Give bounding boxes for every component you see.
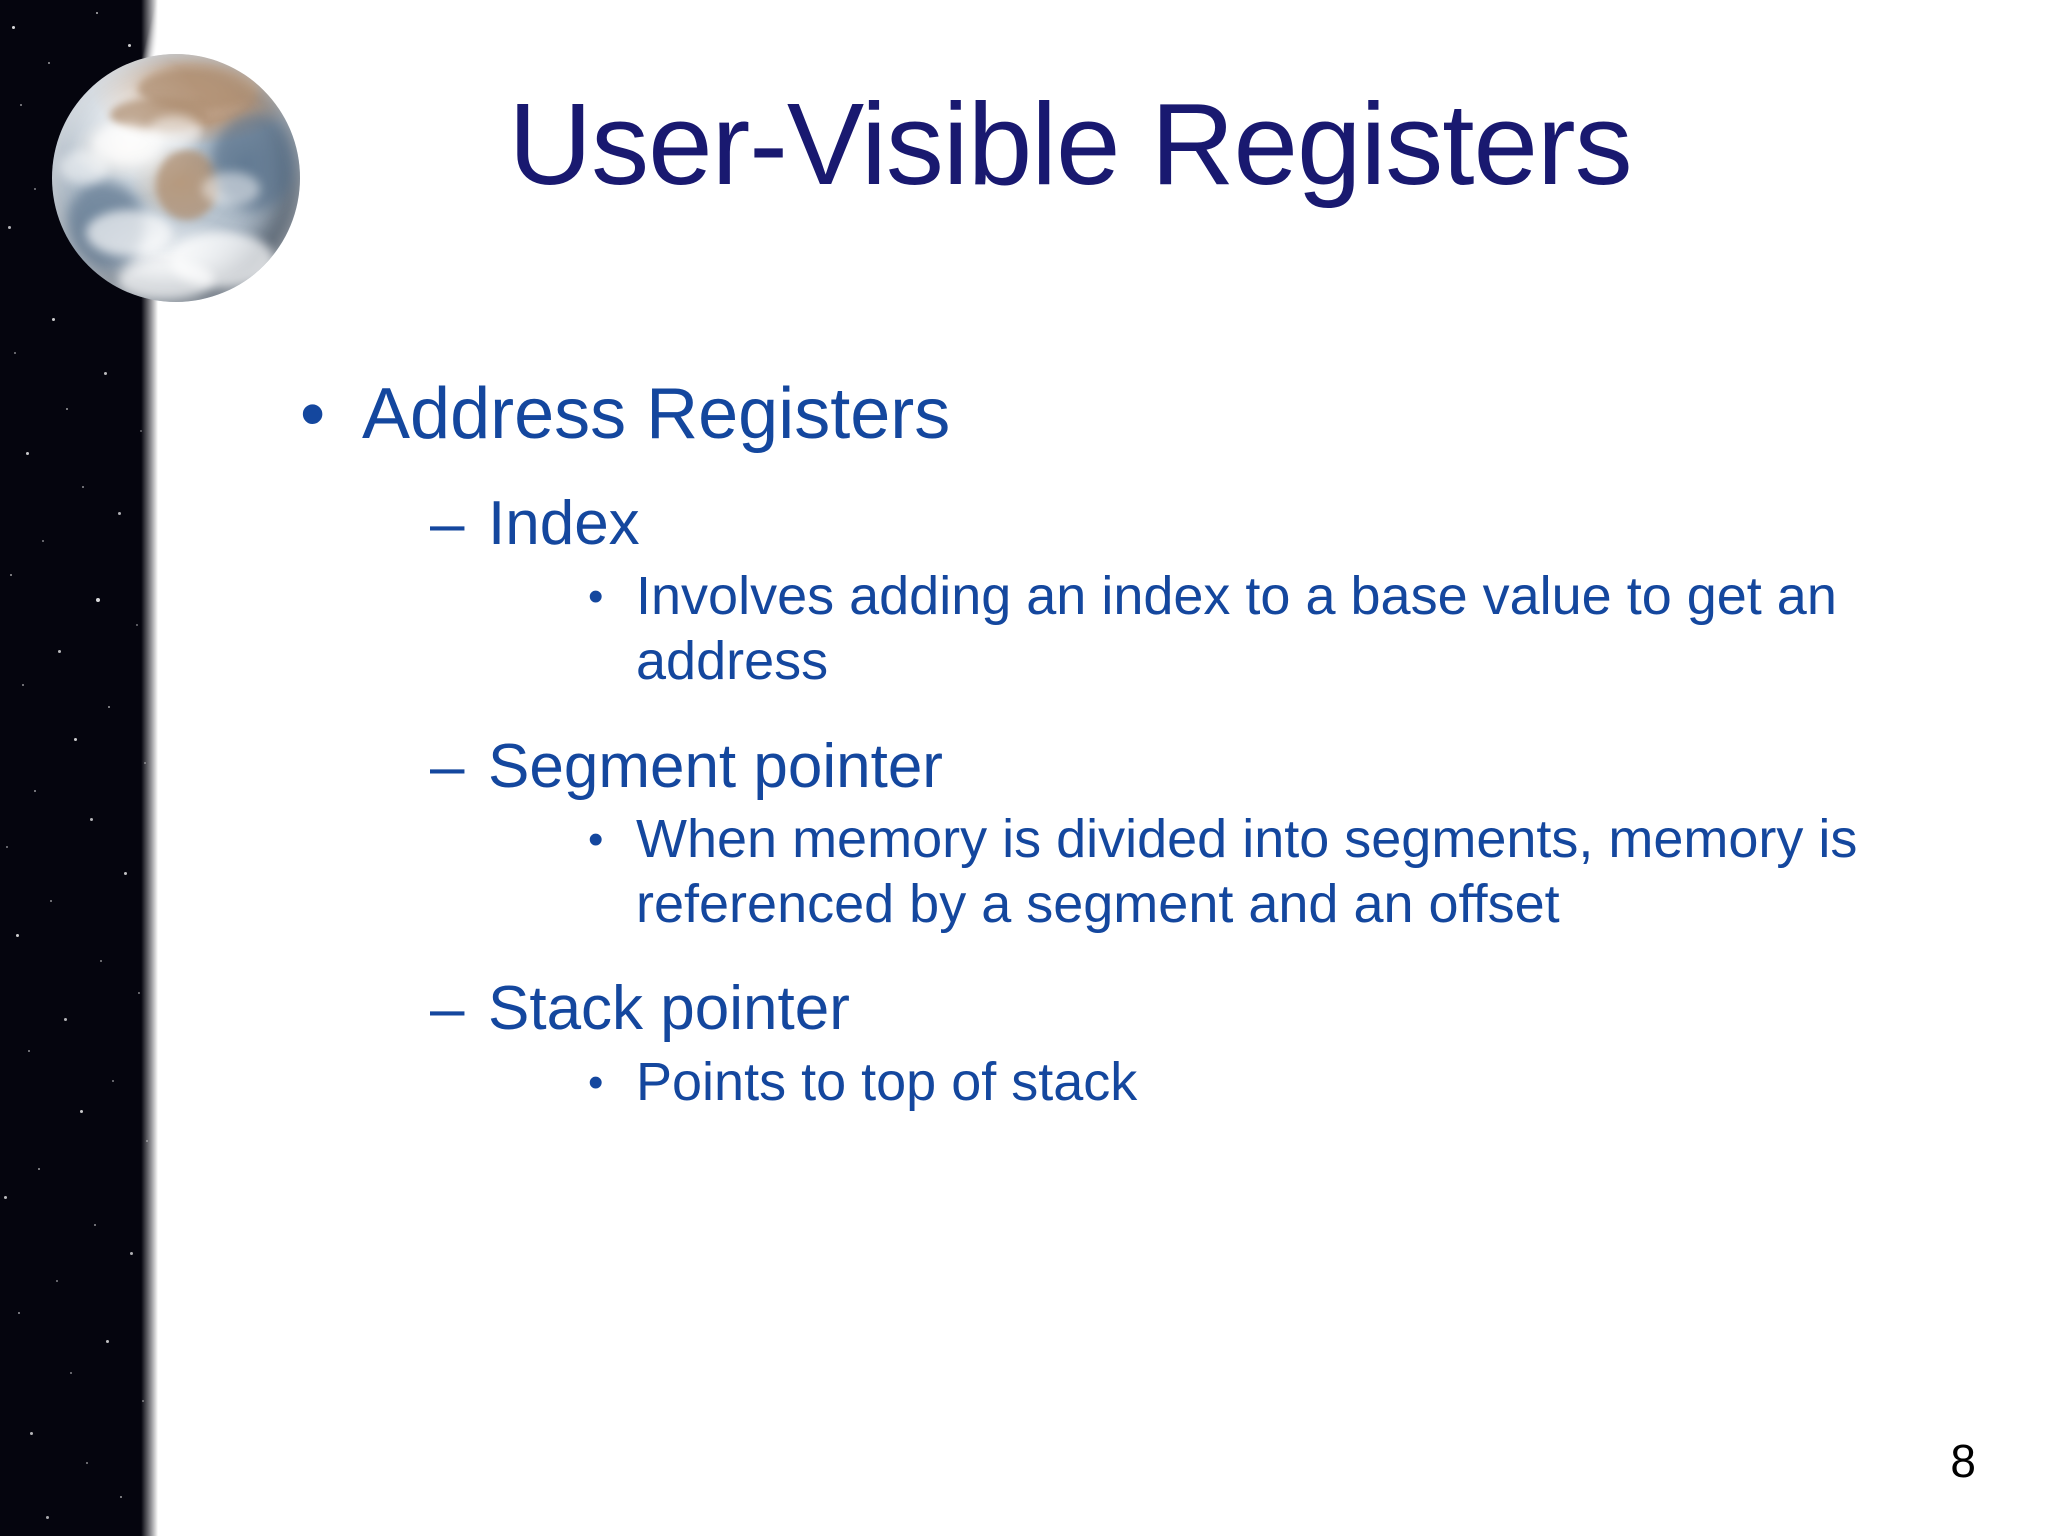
- bullet-text: When memory is divided into segments, me…: [636, 808, 1858, 934]
- bullet-text: Involves adding an index to a base value…: [636, 566, 1837, 691]
- bullet-text: Index: [488, 488, 640, 558]
- bullet-level3: • When memory is divided into segments, …: [588, 807, 1960, 937]
- bullet-level2: – Index: [430, 487, 1960, 560]
- bullet-level3: • Involves adding an index to a base val…: [588, 564, 1960, 694]
- bullet-dash-icon: –: [430, 731, 465, 801]
- bullet-dash-icon: –: [430, 488, 465, 558]
- bullet-dot-small-icon: •: [588, 814, 604, 864]
- bullet-text: Address Registers: [362, 374, 951, 454]
- spacer: [300, 465, 1960, 487]
- bullet-text: Stack pointer: [488, 974, 850, 1044]
- slide-title: User-Visible Registers: [508, 79, 1632, 209]
- slide-body: • Address Registers – Index • Involves a…: [300, 372, 1960, 1121]
- earth-globe-image: [52, 54, 300, 302]
- bullet-dot-icon: •: [300, 374, 326, 454]
- bullet-dot-small-icon: •: [588, 1057, 604, 1107]
- bullet-dash-icon: –: [430, 974, 465, 1044]
- bullet-level2: – Segment pointer: [430, 730, 1960, 803]
- bullet-text: Points to top of stack: [636, 1051, 1138, 1112]
- bullet-level1: • Address Registers: [300, 372, 1960, 457]
- bullet-level2: – Stack pointer: [430, 972, 1960, 1045]
- globe-sphere: [52, 54, 300, 302]
- bullet-dot-small-icon: •: [588, 572, 604, 622]
- bullet-text: Segment pointer: [488, 731, 943, 801]
- bullet-level3: • Points to top of stack: [588, 1050, 1960, 1115]
- spacer: [300, 700, 1960, 730]
- spacer: [300, 942, 1960, 972]
- page-number: 8: [1950, 1435, 1976, 1487]
